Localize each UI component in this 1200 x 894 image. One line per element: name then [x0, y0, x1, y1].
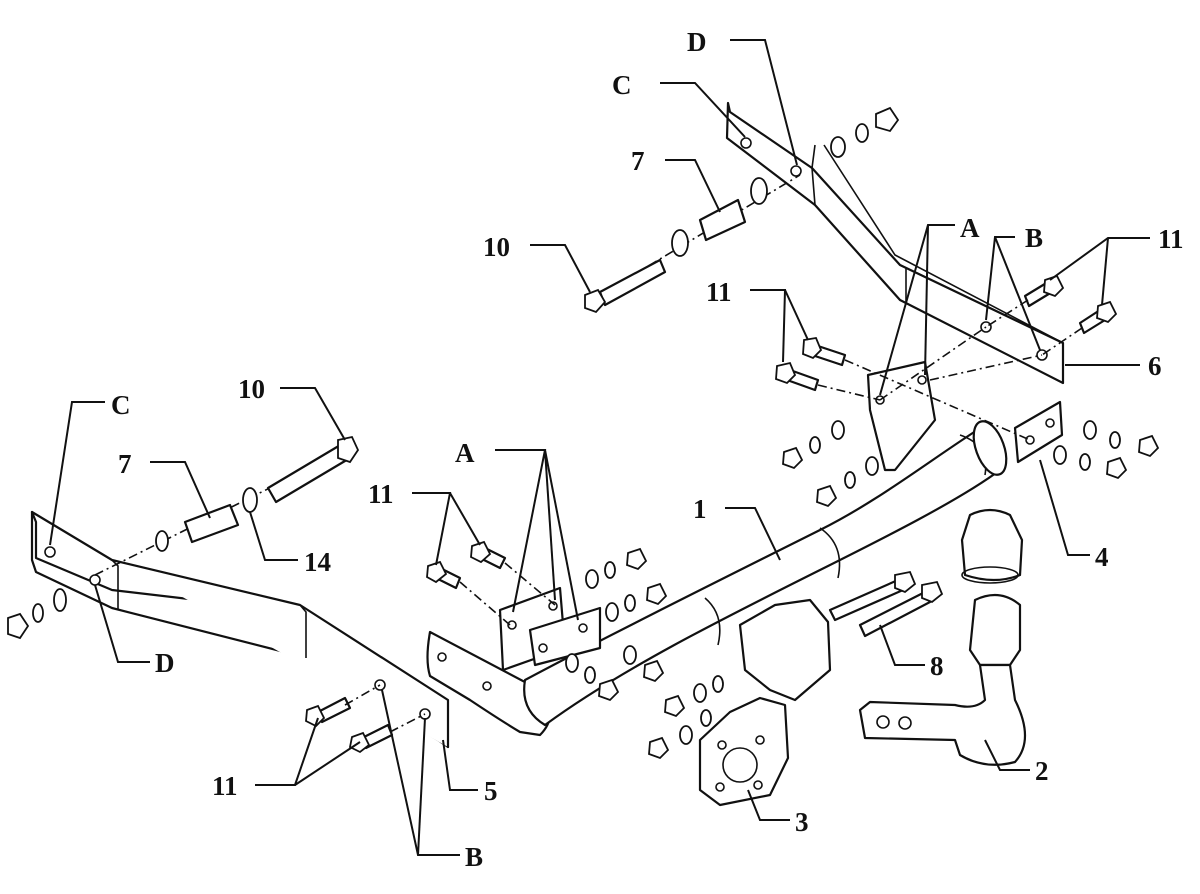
right-side-plate: [866, 360, 937, 472]
label-point-d-left: D: [155, 648, 175, 678]
label-point-a-left: A: [455, 438, 475, 468]
label-part-5: 5: [484, 776, 498, 806]
label-part-7-left: 7: [118, 449, 132, 479]
label-part-14: 14: [304, 547, 331, 577]
label-part-10-right: 10: [483, 232, 510, 262]
label-point-b-right: B: [1025, 223, 1043, 253]
part-labels: 1 2 3 4 5 6 7 7 8 10 10 11 11 11 11 14 A…: [111, 27, 1184, 872]
leader-lines: [49, 39, 1150, 856]
label-part-11-center: 11: [706, 277, 732, 307]
label-part-4: 4: [1095, 542, 1109, 572]
left-side-plates: [498, 586, 602, 672]
label-part-8: 8: [930, 651, 944, 681]
side-plate-part-4: [1013, 400, 1064, 464]
right-spacer-assembly: [584, 106, 900, 314]
label-part-10-left: 10: [238, 374, 265, 404]
label-point-c-right: C: [612, 70, 632, 100]
socket-plate-part-3: [698, 598, 832, 807]
label-point-d-right: D: [687, 27, 707, 57]
label-part-7-right: 7: [631, 146, 645, 176]
label-point-c-left: C: [111, 390, 131, 420]
label-part-1: 1: [693, 494, 707, 524]
label-part-3: 3: [795, 807, 809, 837]
label-part-11-left-top: 11: [368, 479, 394, 509]
label-point-a-right: A: [960, 213, 980, 243]
label-part-6: 6: [1148, 351, 1162, 381]
tow-ball-part-2: [858, 508, 1026, 766]
left-spacer-assembly: [7, 435, 360, 640]
label-part-11-right: 11: [1158, 224, 1184, 254]
fasteners-group: [305, 274, 1160, 760]
label-part-2: 2: [1035, 756, 1049, 786]
label-point-b-left: B: [465, 842, 483, 872]
left-bracket-part-5: [30, 510, 450, 749]
label-part-11-left-bottom: 11: [212, 771, 238, 801]
